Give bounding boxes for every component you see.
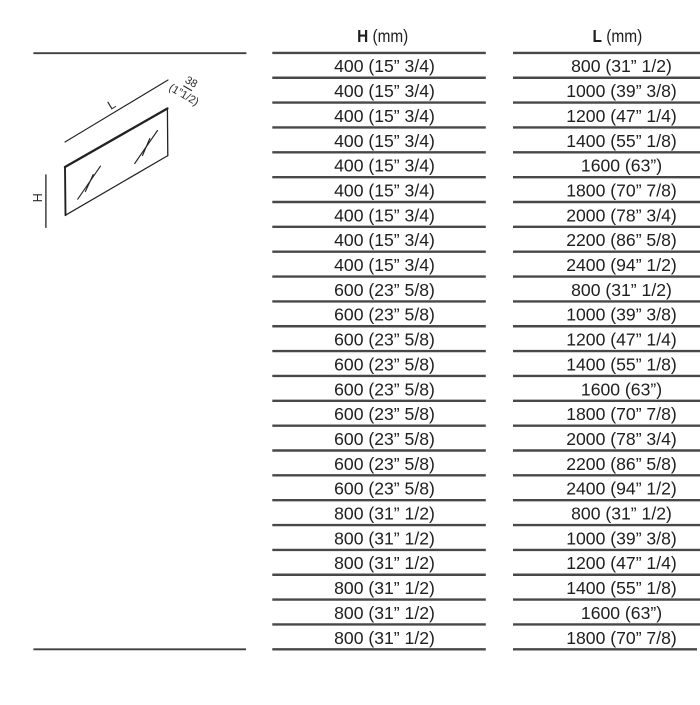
svg-text:800 (31” 1/2): 800 (31” 1/2) — [334, 603, 435, 623]
svg-text:600 (23” 5/8): 600 (23” 5/8) — [334, 280, 435, 300]
svg-text:400 (15” 3/4): 400 (15” 3/4) — [334, 106, 435, 126]
svg-text:600 (23” 5/8): 600 (23” 5/8) — [334, 404, 435, 424]
svg-text:1800 (70” 7/8): 1800 (70” 7/8) — [566, 628, 677, 648]
svg-text:400 (15” 3/4): 400 (15” 3/4) — [334, 205, 435, 225]
svg-text:800 (31” 1/2): 800 (31” 1/2) — [334, 528, 435, 548]
svg-text:1400 (55” 1/8): 1400 (55” 1/8) — [566, 354, 677, 374]
svg-text:400 (15” 3/4): 400 (15” 3/4) — [334, 81, 435, 101]
svg-text:1800 (70” 7/8): 1800 (70” 7/8) — [566, 404, 677, 424]
svg-text:H (mm): H (mm) — [357, 26, 408, 46]
svg-text:1200 (47” 1/4): 1200 (47” 1/4) — [566, 330, 677, 350]
svg-text:400 (15” 3/4): 400 (15” 3/4) — [334, 255, 435, 275]
svg-text:1000 (39” 3/8): 1000 (39” 3/8) — [566, 528, 677, 548]
svg-text:400 (15” 3/4): 400 (15” 3/4) — [334, 56, 435, 76]
svg-text:600 (23” 5/8): 600 (23” 5/8) — [334, 305, 435, 325]
svg-text:2000 (78” 3/4): 2000 (78” 3/4) — [566, 429, 677, 449]
svg-text:2400 (94” 1/2): 2400 (94” 1/2) — [566, 255, 677, 275]
svg-text:1200 (47” 1/4): 1200 (47” 1/4) — [566, 553, 677, 573]
svg-text:400 (15” 3/4): 400 (15” 3/4) — [334, 131, 435, 151]
svg-text:1600 (63”): 1600 (63”) — [581, 603, 662, 623]
svg-text:1800 (70” 7/8): 1800 (70” 7/8) — [566, 180, 677, 200]
svg-text:2200 (86” 5/8): 2200 (86” 5/8) — [566, 454, 677, 474]
svg-text:2200 (86” 5/8): 2200 (86” 5/8) — [566, 230, 677, 250]
svg-text:1400 (55” 1/8): 1400 (55” 1/8) — [566, 131, 677, 151]
svg-text:800 (31” 1/2): 800 (31” 1/2) — [334, 553, 435, 573]
svg-text:600 (23” 5/8): 600 (23” 5/8) — [334, 379, 435, 399]
svg-text:H: H — [31, 193, 45, 202]
svg-text:800 (31” 1/2): 800 (31” 1/2) — [334, 504, 435, 524]
svg-text:800 (31” 1/2): 800 (31” 1/2) — [334, 578, 435, 598]
svg-text:400 (15” 3/4): 400 (15” 3/4) — [334, 156, 435, 176]
svg-text:600 (23” 5/8): 600 (23” 5/8) — [334, 354, 435, 374]
svg-text:800 (31” 1/2): 800 (31” 1/2) — [571, 504, 672, 524]
svg-text:600 (23” 5/8): 600 (23” 5/8) — [334, 479, 435, 499]
svg-text:2000 (78” 3/4): 2000 (78” 3/4) — [566, 205, 677, 225]
svg-text:1200 (47” 1/4): 1200 (47” 1/4) — [566, 106, 677, 126]
svg-text:1600 (63”): 1600 (63”) — [581, 379, 662, 399]
svg-text:1000 (39” 3/8): 1000 (39” 3/8) — [566, 305, 677, 325]
svg-text:1400 (55” 1/8): 1400 (55” 1/8) — [566, 578, 677, 598]
svg-text:600 (23” 5/8): 600 (23” 5/8) — [334, 454, 435, 474]
svg-text:400 (15” 3/4): 400 (15” 3/4) — [334, 180, 435, 200]
svg-text:800 (31” 1/2): 800 (31” 1/2) — [334, 628, 435, 648]
svg-text:1000 (39” 3/8): 1000 (39” 3/8) — [566, 81, 677, 101]
svg-text:600 (23” 5/8): 600 (23” 5/8) — [334, 330, 435, 350]
svg-text:600 (23” 5/8): 600 (23” 5/8) — [334, 429, 435, 449]
svg-text:400 (15” 3/4): 400 (15” 3/4) — [334, 230, 435, 250]
svg-text:1600 (63”): 1600 (63”) — [581, 156, 662, 176]
svg-text:L (mm): L (mm) — [593, 26, 643, 46]
svg-text:800 (31” 1/2): 800 (31” 1/2) — [571, 280, 672, 300]
svg-text:2400 (94” 1/2): 2400 (94” 1/2) — [566, 479, 677, 499]
svg-text:800 (31” 1/2): 800 (31” 1/2) — [571, 56, 672, 76]
